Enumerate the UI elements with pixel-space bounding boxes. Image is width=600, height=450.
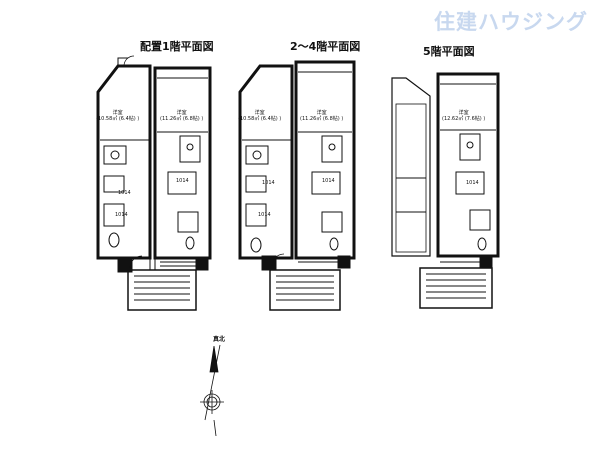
tag-2-4f-a: 1014 — [322, 178, 335, 184]
plan-title-1f: 配置1階平面図 — [140, 40, 214, 53]
plan-title-2-4f: 2～4階平面図 — [290, 40, 361, 53]
brand-logo: 住建ハウジング — [434, 10, 588, 34]
tag-2-4f-c: 1014 — [262, 180, 275, 186]
tag-5f-a: 1014 — [466, 180, 479, 186]
true-north-label: 真北 — [213, 336, 226, 343]
tag-1f-c: 1014 — [118, 190, 131, 196]
north-compass-drawing — [200, 344, 224, 437]
room-label-1f-left: 洋室 (10.58㎡ (6.4帖) ) — [96, 110, 140, 122]
plan-1f-drawing — [96, 55, 212, 311]
room-label-2-4f-left: 洋室 (10.58㎡ (6.4帖) ) — [238, 110, 282, 122]
plan-5f-drawing — [391, 72, 500, 309]
room-label-5f: 洋室 (12.62㎡ (7.6帖) ) — [442, 110, 486, 122]
plan-2-4f-drawing — [238, 60, 356, 311]
plan-title-5f: 5階平面図 — [423, 45, 475, 58]
tag-1f-b: 1014 — [115, 212, 128, 218]
room-label-2-4f-right: 洋室 (11.26㎡ (6.8帖) ) — [300, 110, 344, 122]
tag-1f-a: 1014 — [176, 178, 189, 184]
tag-2-4f-b: 1014 — [258, 212, 271, 218]
room-label-1f-right: 洋室 (11.26㎡ (6.8帖) ) — [160, 110, 204, 122]
